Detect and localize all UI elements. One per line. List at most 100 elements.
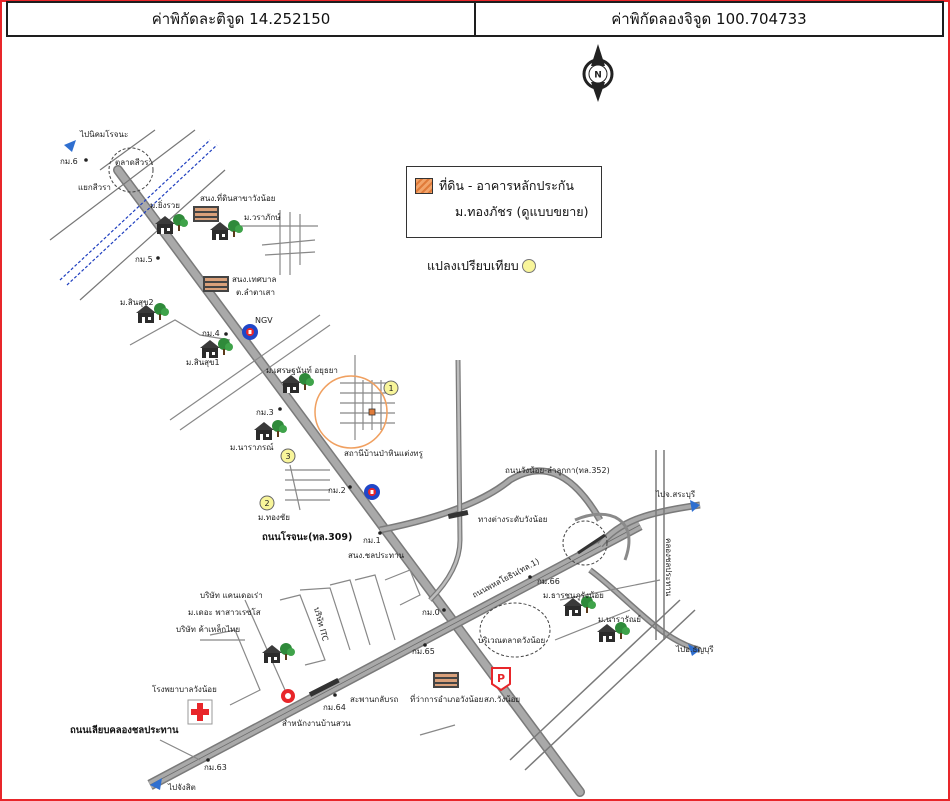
label-km2: กม.2 — [328, 486, 346, 495]
label-yaek-siwara: แยกสีวรา — [78, 183, 111, 192]
label-ban-yingruay: ม.ยิ่งรวย — [150, 199, 180, 210]
label-km63: กม.63 — [204, 763, 227, 772]
label-to-bangpain: ไปจังสิต — [167, 783, 196, 792]
label-km5: กม.5 — [135, 255, 153, 264]
label-km1: กม.1 — [363, 536, 381, 545]
side-streets — [129, 210, 661, 761]
district-office-icon — [433, 672, 459, 688]
village-icon — [210, 220, 243, 240]
label-company-itc: บริษัท ITC — [312, 606, 330, 642]
label-ban-thongchai: ม.ทองชัย — [258, 513, 290, 522]
label-rojana-road: ถนนโรจนะ(ทล.309) — [262, 531, 352, 543]
label-ngv: NGV — [255, 316, 273, 325]
north-arrow-icon: N — [582, 44, 614, 102]
village-icon — [262, 643, 295, 663]
village-icon — [200, 338, 233, 358]
canal-road-east — [509, 450, 696, 771]
subject-property-marker — [368, 408, 376, 416]
pedestrian-bridge-icon — [308, 677, 340, 697]
label-gas-station: สำหนักงานบ้านสวน — [282, 719, 351, 728]
gas-station-icon — [364, 484, 380, 500]
police-station-icon: P — [491, 667, 511, 692]
label-to-nikhom: ไปนิคมโรจนะ — [79, 129, 128, 139]
svg-text:P: P — [497, 672, 505, 685]
label-pedestrian-bridge: สะพานกลับรถ — [350, 695, 399, 704]
legend-line2: ม.ทองภัชร (ดูแบบขยาย) — [455, 204, 589, 219]
label-interchange: ทางต่างระดับวังน้อย — [478, 515, 548, 524]
svg-text:1: 1 — [388, 384, 393, 393]
arrow-to-bangpain-icon — [150, 778, 162, 790]
label-ban-warachak: ม.ธารชนภูรังน้อย — [543, 591, 604, 601]
label-rid-office: สนง.ชลประทาน — [348, 551, 405, 560]
label-to-thanyaburi: ไปอ.ธัญบุรี — [675, 645, 714, 654]
km-dots — [84, 158, 532, 762]
label-ban-setthakarn: ม.เดอะ พาสาวเรซโส — [188, 607, 261, 617]
label-police-box: สถานีบ้านป่าหินแต่งทรู — [344, 449, 424, 459]
label-km66: กม.66 — [537, 577, 560, 586]
arrow-to-saraburi-icon — [690, 500, 700, 512]
label-land-office: สนง.ที่ดินสาขาวังน้อย — [200, 192, 275, 203]
label-km3: กม.3 — [256, 408, 274, 417]
subject-area-circle — [314, 375, 388, 449]
label-to-saraburi: ไปจ.สระบุรี — [655, 490, 696, 499]
coordinates-bar: ค่าพิกัดละติจูด 14.252150 ค่าพิกัดลองจิจ… — [6, 1, 944, 37]
label-parallel-road: ถนนเลียบคลองชลประทาน — [70, 724, 179, 736]
compass-letter: N — [594, 71, 602, 81]
comparison-legend: แปลงเปรียบเทียบ — [427, 256, 536, 276]
label-police-wangnoi: สภ.วังน้อย — [484, 695, 520, 704]
label-talad-siwara: ตลาดสีวรา — [115, 158, 153, 167]
interchange-circle — [562, 520, 608, 566]
legend-line1: ที่ดิน - อาคารหลักประกัน — [439, 178, 574, 193]
label-road-352: ถนนวังน้อย-ลำลูกกา(ทล.352) — [505, 466, 610, 476]
arrow-to-thanyaburi-icon — [688, 644, 700, 656]
municipal-office-icon — [203, 276, 229, 292]
label-ban-sinsuk1: ม.สินสุข1 — [186, 358, 220, 367]
direction-arrows — [64, 140, 700, 790]
label-canal: คลองชลประทาน — [664, 538, 673, 597]
label-ban-sinsuk2: ม.สินสุข2 — [120, 298, 154, 307]
label-km4: กม.4 — [202, 329, 220, 338]
market-area-circle — [479, 602, 551, 658]
gas-station-icon — [281, 689, 295, 703]
road-network — [49, 129, 701, 797]
village-icon — [254, 420, 287, 440]
road-352 — [379, 467, 701, 653]
collateral-swatch-icon — [415, 178, 433, 194]
label-ban-naraporn: ม.นาราภรณ์ — [230, 442, 274, 452]
village-icon — [597, 622, 630, 642]
hospital-icon — [187, 699, 213, 725]
legend-box: ที่ดิน - อาคารหลักประกัน ม.ทองภัชร (ดูแบ… — [406, 166, 602, 238]
arrow-to-nikhom-icon — [64, 140, 76, 152]
label-ban-setthanan: ม.เศรษฐนันท์ อยุธยา — [266, 365, 338, 375]
label-market-area: บริเวณตลาดวังน้อย — [478, 636, 545, 645]
label-km0: กม.0 — [422, 608, 440, 617]
label-ban-warasak: ม.วราภักษ์ — [244, 212, 281, 222]
phahonyothin-road — [147, 520, 643, 790]
comparison-marker-1: 1 — [383, 380, 399, 396]
village-icon — [155, 214, 188, 234]
comparison-marker-2: 2 — [259, 495, 275, 511]
label-km6: กม.6 — [60, 157, 78, 166]
label-lam-ta-sao: ต.ลำตาเสา — [236, 288, 275, 297]
comparison-marker-3: 3 — [280, 448, 296, 464]
comparison-legend-text: แปลงเปรียบเทียบ — [427, 258, 519, 273]
siwara-market-circle — [108, 147, 154, 193]
land-office-icon — [193, 206, 219, 222]
label-company-candle: บริษัท แคนเดอเร่า — [200, 591, 263, 600]
label-km65: กม.65 — [412, 647, 435, 656]
longitude-cell: ค่าพิกัดลองจิจูด 100.704733 — [474, 3, 942, 35]
village-icon — [281, 373, 314, 393]
label-tessaban: สนง.เทศบาล — [232, 275, 276, 284]
road-bridge — [447, 509, 469, 520]
label-hospital: โรงพยาบาลวังน้อย — [152, 684, 217, 694]
railway — [49, 129, 226, 301]
svg-text:2: 2 — [264, 499, 269, 508]
comparison-dot-icon — [521, 259, 536, 273]
gas-station-icon — [242, 324, 258, 340]
label-district-office: ที่ว่าการอำเภอวังน้อย — [410, 693, 483, 704]
svg-text:3: 3 — [285, 452, 290, 461]
label-km64: กม.64 — [323, 703, 346, 712]
north-south-road — [428, 359, 463, 602]
label-ban-pranee: ม.นารารัณย์ — [598, 614, 641, 624]
